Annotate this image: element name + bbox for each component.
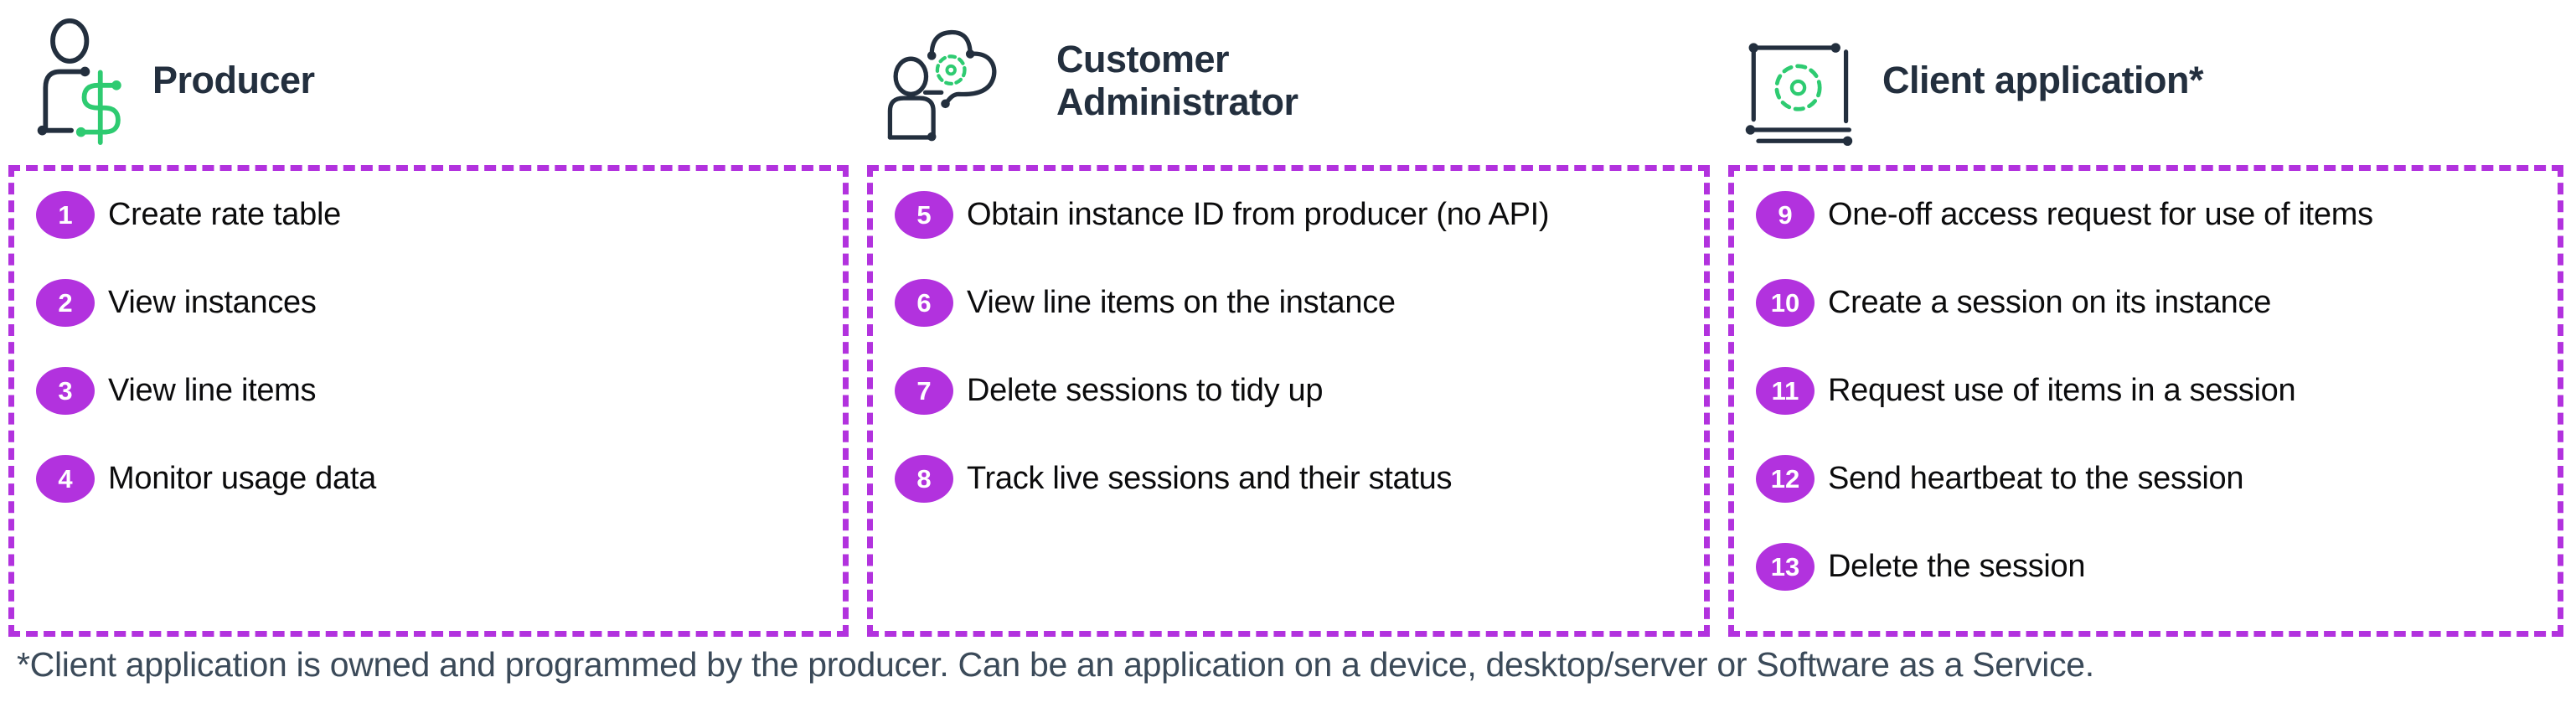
step-label: Track live sessions and their status (967, 461, 1453, 496)
step-number-badge: 11 (1756, 367, 1815, 415)
step-item: 5 Obtain instance ID from producer (no A… (895, 171, 1696, 259)
step-label: Delete sessions to tidy up (967, 373, 1324, 408)
step-number-badge: 6 (895, 279, 953, 327)
step-list: 9 One-off access request for use of item… (1756, 171, 2549, 611)
step-item: 8 Track live sessions and their status (895, 435, 1696, 523)
column: Customer Administrator 5 Obtain instance… (867, 0, 1710, 637)
step-label: Create a session on its instance (1828, 285, 2272, 320)
step-number-badge: 5 (895, 191, 953, 239)
column-header: Customer Administrator (867, 0, 1710, 165)
step-label: Monitor usage data (108, 461, 376, 496)
producer-icon (37, 18, 121, 145)
column-title: Client application* (1882, 59, 2204, 102)
step-number-badge: 9 (1756, 191, 1815, 239)
step-list: 1 Create rate table 2 View instances 3 V… (36, 171, 834, 523)
customer-administrator-icon (887, 29, 997, 141)
column: Producer 1 Create rate table 2 View inst… (8, 0, 849, 637)
step-number-badge: 2 (36, 279, 95, 327)
column-box: 9 One-off access request for use of item… (1728, 165, 2563, 637)
step-item: 3 View line items (36, 347, 834, 435)
step-item: 4 Monitor usage data (36, 435, 834, 523)
producer-icon (20, 18, 127, 145)
step-item: 1 Create rate table (36, 171, 834, 259)
step-label: View line items (108, 373, 317, 408)
step-item: 2 View instances (36, 259, 834, 347)
step-item: 13 Delete the session (1756, 523, 2549, 611)
step-item: 12 Send heartbeat to the session (1756, 435, 2549, 523)
column-title: Producer (152, 59, 315, 102)
step-number-badge: 10 (1756, 279, 1815, 327)
step-label: View instances (108, 285, 317, 320)
column-box: 5 Obtain instance ID from producer (no A… (867, 165, 1710, 637)
columns: Producer 1 Create rate table 2 View inst… (8, 0, 2563, 637)
step-item: 11 Request use of items in a session (1756, 347, 2549, 435)
step-label: Request use of items in a session (1828, 373, 2296, 408)
step-label: Send heartbeat to the session (1828, 461, 2244, 496)
column: Client application* 9 One-off access req… (1728, 0, 2563, 637)
step-item: 10 Create a session on its instance (1756, 259, 2549, 347)
step-number-badge: 4 (36, 455, 95, 503)
column-box: 1 Create rate table 2 View instances 3 V… (8, 165, 849, 637)
step-label: Delete the session (1828, 549, 2086, 584)
step-label: One-off access request for use of items (1828, 197, 2373, 232)
customer-administrator-icon (879, 19, 1031, 143)
column-title: Customer Administrator (1056, 38, 1298, 123)
step-item: 7 Delete sessions to tidy up (895, 347, 1696, 435)
step-list: 5 Obtain instance ID from producer (no A… (895, 171, 1696, 523)
step-number-badge: 12 (1756, 455, 1815, 503)
step-number-badge: 3 (36, 367, 95, 415)
step-number-badge: 13 (1756, 543, 1815, 591)
step-number-badge: 8 (895, 455, 953, 503)
column-header: Producer (8, 0, 849, 165)
step-number-badge: 7 (895, 367, 953, 415)
step-item: 9 One-off access request for use of item… (1756, 171, 2549, 259)
column-header: Client application* (1728, 0, 2563, 165)
step-number-badge: 1 (36, 191, 95, 239)
step-item: 6 View line items on the instance (895, 259, 1696, 347)
step-label: Obtain instance ID from producer (no API… (967, 197, 1550, 232)
client-application-icon (1740, 16, 1857, 146)
client-application-icon (1745, 43, 1853, 146)
footnote: *Client application is owned and program… (17, 645, 2094, 684)
step-label: View line items on the instance (967, 285, 1396, 320)
step-label: Create rate table (108, 197, 341, 232)
